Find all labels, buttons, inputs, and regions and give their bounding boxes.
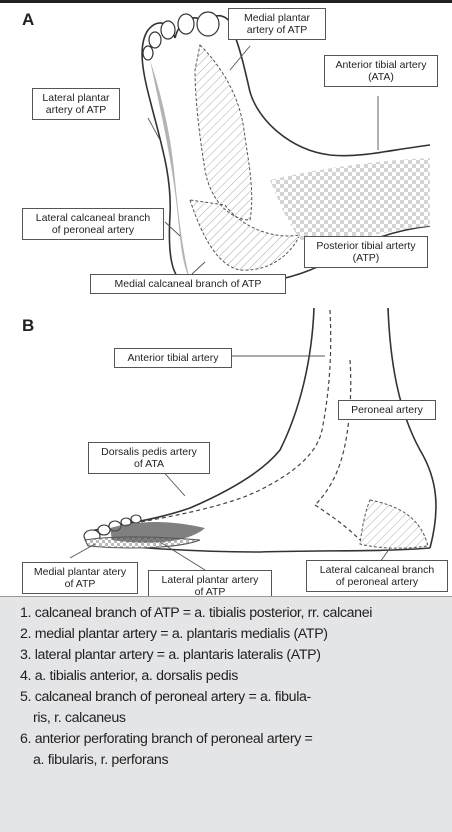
legend-item: 2. medial plantar artery = a. plantaris …	[20, 624, 452, 645]
label-posterior-tibial-artery-a: Posterior tibial arterty (ATP)	[304, 236, 428, 268]
panel-b-heel-area	[360, 500, 428, 548]
legend-item-continuation: ris, r. calcaneus	[20, 708, 452, 729]
label-peroneal-artery-b: Peroneal artery	[338, 400, 436, 420]
label-anterior-tibial-artery-a: Anterior tibial artery (ATA)	[324, 55, 438, 87]
legend-item-continuation: a. fibularis, r. perforans	[20, 750, 452, 771]
legend-item: 4. a. tibialis anterior, a. dorsalis ped…	[20, 666, 452, 687]
label-dorsalis-pedis-artery-b: Dorsalis pedis artery of ATA	[88, 442, 210, 474]
label-medial-plantar-artery-b: Medial plantar atery of ATP	[22, 562, 138, 594]
panel-b-artery-paths	[140, 310, 360, 540]
legend-item-text: 3. lateral plantar artery = a. plantaris…	[20, 647, 321, 663]
label-medial-calcaneal-branch-a: Medial calcaneal branch of ATP	[90, 274, 286, 294]
legend-item-text: 5. calcaneal branch of peroneal artery =…	[20, 689, 311, 705]
legend-item-text: 2. medial plantar artery = a. plantaris …	[20, 626, 328, 642]
label-lateral-calcaneal-branch-a: Lateral calcaneal branch of peroneal art…	[22, 208, 164, 240]
panel-a-medial-plantar-area	[195, 45, 252, 220]
label-lateral-plantar-artery-a: Lateral plantar artery of ATP	[32, 88, 120, 120]
legend-item-text: 4. a. tibialis anterior, a. dorsalis ped…	[20, 668, 238, 684]
legend-item: 3. lateral plantar artery = a. plantaris…	[20, 645, 452, 666]
label-anterior-tibial-artery-b: Anterior tibial artery	[114, 348, 232, 368]
panel-b-foot-drawing	[0, 300, 452, 600]
label-lateral-calcaneal-branch-b: Lateral calcaneal branch of peroneal art…	[306, 560, 448, 592]
legend-item: 5. calcaneal branch of peroneal artery =…	[20, 687, 452, 729]
legend-item: 1. calcaneal branch of ATP = a. tibialis…	[20, 603, 452, 624]
legend-item-text: 6. anterior perforating branch of perone…	[20, 731, 313, 747]
label-medial-plantar-artery-a: Medial plantar artery of ATP	[228, 8, 326, 40]
legend-box: 1. calcaneal branch of ATP = a. tibialis…	[0, 596, 452, 832]
legend-item-text: 1. calcaneal branch of ATP = a. tibialis…	[20, 605, 372, 621]
legend-item: 6. anterior perforating branch of perone…	[20, 729, 452, 771]
